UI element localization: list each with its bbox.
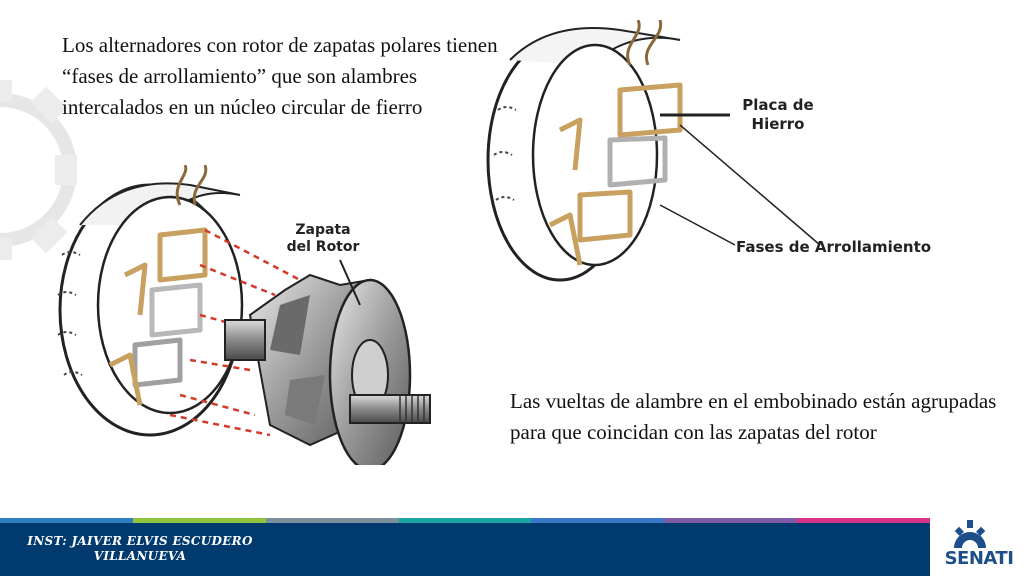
senati-gear-icon (954, 520, 986, 548)
label-zapata-del-rotor: Zapata del Rotor (278, 222, 368, 256)
stripe-segment (398, 518, 532, 523)
paragraph-top: Los alternadores con rotor de zapatas po… (62, 33, 498, 119)
stripe-segment (797, 518, 931, 523)
senati-logo-text: SENATI (944, 548, 1014, 569)
instructor-credit: INST: JAIVER ELVIS ESCUDERO VILLANUEVA (10, 534, 270, 564)
stripe-segment (531, 518, 665, 523)
footer-bar (0, 523, 930, 576)
label-fases-de-arrollamiento: Fases de Arrollamiento (736, 238, 932, 256)
label-placa-line2: Hierro (751, 115, 805, 133)
label-placa-de-hierro: Placa de Hierro (728, 96, 828, 134)
stator-windings-diagram (486, 20, 821, 282)
stripe-segment (0, 518, 133, 523)
background-gear-icon (0, 80, 77, 260)
label-zapata-line1: Zapata (295, 222, 351, 238)
stator-rotor-assembly-diagram (57, 165, 431, 465)
stripe-segment (265, 518, 399, 523)
label-placa-line1: Placa de (742, 96, 814, 114)
stripe-segment (664, 518, 798, 523)
instructor-line1: INST: JAIVER ELVIS ESCUDERO (27, 534, 253, 548)
stripe-segment (132, 518, 266, 523)
footer-color-stripe (0, 518, 931, 523)
label-zapata-line2: del Rotor (286, 239, 360, 255)
paragraph-bottom: Las vueltas de alambre en el embobinado … (510, 389, 997, 444)
instructor-line2: VILLANUEVA (93, 549, 187, 563)
